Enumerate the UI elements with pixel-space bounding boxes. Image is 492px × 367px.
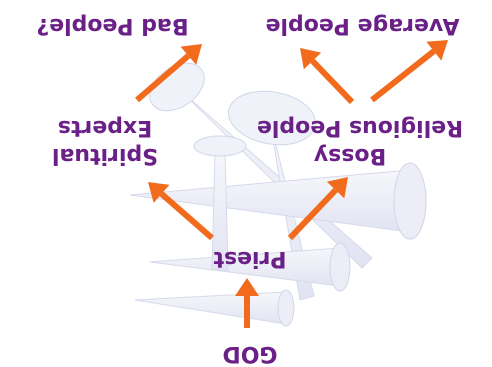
node-spiritual-experts-line1: Spiritual bbox=[51, 143, 159, 168]
arrow-shaft bbox=[159, 191, 214, 241]
node-average-people: Average People bbox=[265, 13, 460, 38]
nail-shape bbox=[149, 242, 351, 292]
arrow-shaft bbox=[370, 48, 436, 103]
nail-shape bbox=[193, 135, 247, 271]
node-bad-people: Bad People? bbox=[36, 13, 189, 38]
arrow-head bbox=[180, 44, 202, 65]
node-bossy-religious-line1: Bossy bbox=[313, 143, 387, 168]
arrow-head bbox=[300, 48, 322, 70]
nail-shape bbox=[129, 162, 427, 240]
arrow-shaft bbox=[310, 58, 355, 105]
arrow-head bbox=[235, 278, 259, 296]
arrow-shaft bbox=[135, 53, 191, 103]
node-priest: Priest bbox=[213, 246, 287, 271]
node-spiritual-experts-line2: Experts bbox=[57, 115, 153, 140]
arrow-head bbox=[326, 177, 348, 199]
arrow-head bbox=[426, 40, 448, 61]
arrow-head bbox=[148, 182, 170, 203]
node-bossy-religious-line2: Religious People bbox=[256, 115, 464, 140]
node-god: GOD bbox=[222, 341, 278, 366]
nail-shape bbox=[134, 289, 295, 327]
nails-illustration bbox=[129, 62, 427, 327]
arrow-shaft bbox=[287, 187, 338, 241]
arrow-layer bbox=[135, 40, 448, 328]
